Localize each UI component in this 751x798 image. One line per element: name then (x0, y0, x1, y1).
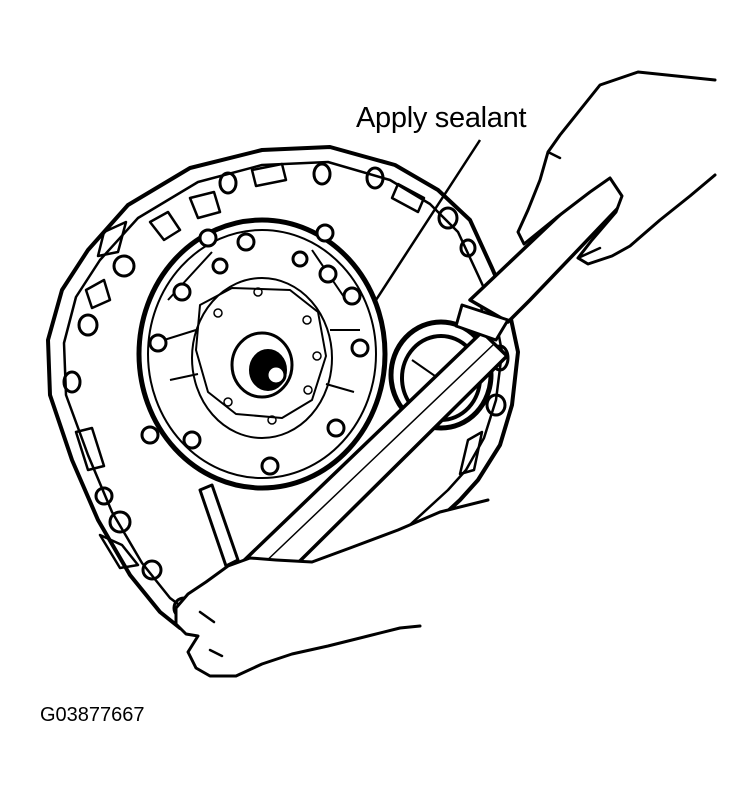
flange-slot (458, 430, 484, 476)
pump-web-left (163, 251, 213, 381)
bolt (172, 282, 192, 302)
flange-hole (77, 313, 99, 337)
extension-rod (198, 483, 240, 568)
figure-id: G03877667 (40, 704, 145, 726)
pump-outer-rim (136, 217, 388, 491)
flange-slot (98, 533, 140, 570)
apply-sealant-callout: Apply sealant (356, 102, 527, 134)
flange-hole (62, 370, 82, 394)
flange-slot (250, 162, 288, 188)
bolt (198, 228, 218, 248)
bolt (350, 338, 370, 358)
bolt (291, 250, 309, 268)
dot (267, 415, 277, 425)
flange-slot (74, 426, 106, 472)
upper-hand-thumb (546, 150, 602, 260)
bolt (342, 286, 362, 306)
lower-hand-thumb (198, 610, 224, 658)
flange-hole (459, 238, 477, 258)
flange-hole (94, 486, 114, 506)
flange-hole (485, 393, 507, 417)
oil-pump-body (136, 217, 388, 491)
flange-slots (74, 162, 502, 570)
flange-hole (365, 166, 385, 190)
upper-hand-outline (516, 70, 717, 266)
bolt (260, 456, 280, 476)
bolt (211, 257, 229, 275)
tool-neck (454, 303, 510, 342)
bolt (148, 333, 168, 353)
flange-hole (312, 162, 332, 186)
flange-slot (148, 210, 182, 242)
seal-outer-ring (388, 319, 494, 431)
flange-slot (84, 278, 112, 310)
callout-leader (374, 139, 482, 301)
bolt (140, 425, 160, 445)
dot (302, 315, 312, 325)
bolt (236, 232, 256, 252)
lower-hand-outline (174, 498, 490, 678)
lower-hand (174, 498, 490, 678)
bolt (182, 430, 202, 450)
flange-slot (390, 182, 426, 214)
bolt (318, 264, 338, 284)
flange-slot (96, 220, 128, 258)
shaft-end (265, 364, 287, 386)
pump-gear-ring (191, 277, 333, 439)
upper-hand (516, 70, 717, 266)
dot (303, 385, 313, 395)
pump-inner-rim (147, 229, 377, 479)
input-shaft (230, 331, 294, 399)
pump-vane-cavity (195, 287, 327, 419)
extension-rod-body (198, 483, 240, 568)
pump-dots (213, 287, 322, 425)
flange-slot (188, 190, 222, 220)
flange-hole (141, 559, 163, 581)
dot (213, 308, 223, 318)
flange-hole (108, 510, 132, 534)
pump-bolts (140, 223, 370, 476)
dot (253, 287, 263, 297)
dot (312, 351, 322, 361)
flange-hole (112, 254, 136, 278)
dot (223, 397, 233, 407)
flange-holes (62, 162, 510, 620)
flange-hole (218, 171, 238, 195)
flange-hole (437, 206, 459, 230)
bolt (315, 223, 335, 243)
bolt (326, 418, 346, 438)
shaft-bore (230, 331, 294, 399)
